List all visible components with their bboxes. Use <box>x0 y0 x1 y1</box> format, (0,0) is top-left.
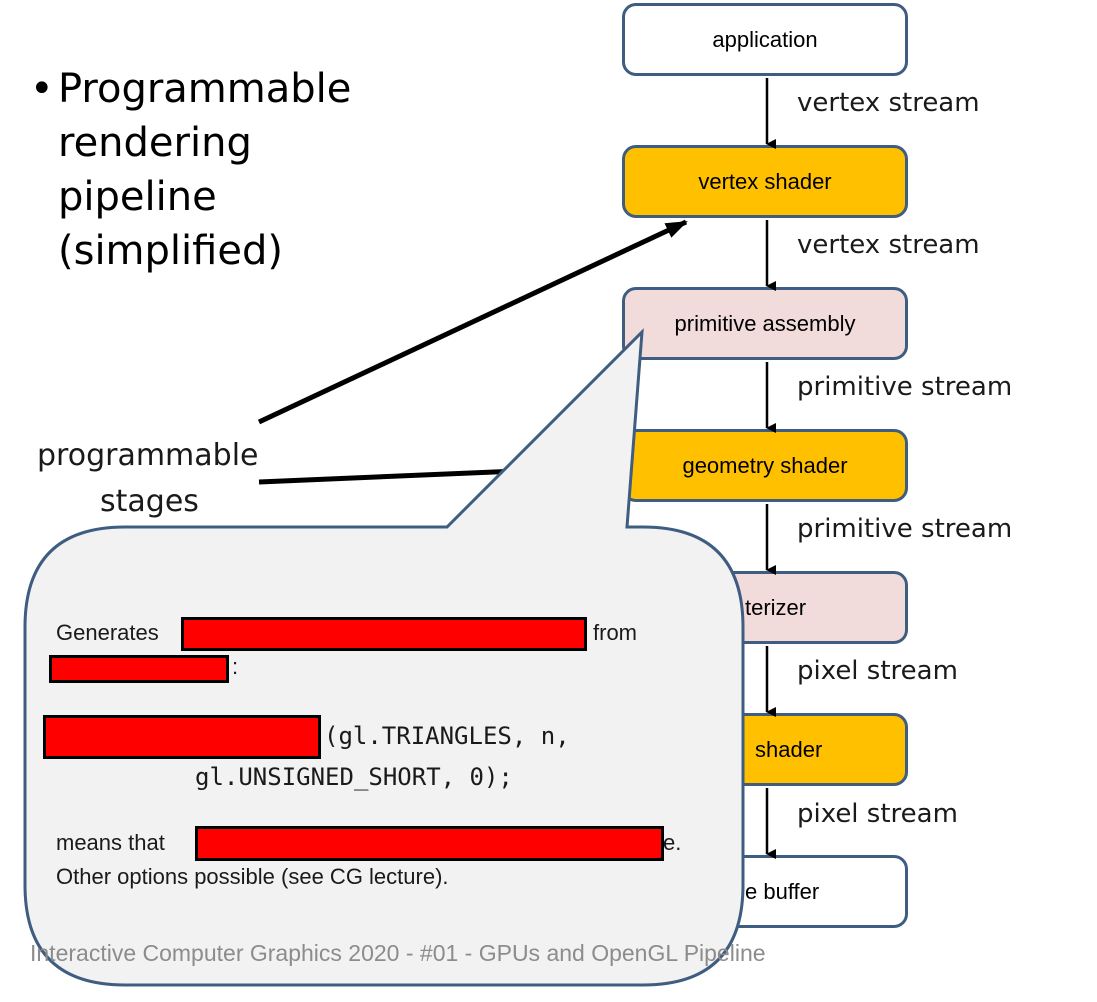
stage-label: e buffer <box>745 878 820 904</box>
stream-label: pixel stream <box>797 656 958 686</box>
means-that-text: means that <box>56 830 165 855</box>
redaction-bar <box>43 715 321 759</box>
bullet-line: (simplified) <box>58 228 283 274</box>
redaction-bar <box>195 826 664 861</box>
other-options-text: Other options possible (see CG lecture). <box>56 864 449 889</box>
stage-primitive-assembly: primitive assembly <box>622 287 908 360</box>
stages-label: stages <box>100 484 199 519</box>
pointer-line-geometry-shader <box>258 467 541 485</box>
bullet-line: rendering <box>58 120 252 166</box>
period-tail-text: e. <box>663 830 682 855</box>
programmable-label: programmable <box>37 438 259 473</box>
bullet-marker: • <box>30 66 54 112</box>
stage-label: shader <box>755 736 823 762</box>
code-line-1: (gl.TRIANGLES, n, <box>324 722 570 750</box>
stream-label: vertex stream <box>797 230 980 260</box>
stage-label: terizer <box>745 594 807 620</box>
stage-label: primitive assembly <box>674 310 856 336</box>
redaction-bar <box>181 617 587 651</box>
stream-label: pixel stream <box>797 799 958 829</box>
code-line-2: gl.UNSIGNED_SHORT, 0); <box>195 763 513 791</box>
stream-label: primitive stream <box>797 514 1013 544</box>
generates-text: Generates <box>56 620 159 645</box>
stage-label: application <box>712 26 818 52</box>
bullet-text: Programmable rendering pipeline (simplif… <box>58 62 388 278</box>
bullet-line: pipeline <box>58 174 217 220</box>
footer-text: Interactive Computer Graphics 2020 - #01… <box>30 940 766 966</box>
stage-label: geometry shader <box>682 452 848 478</box>
redaction-bar <box>49 655 229 683</box>
from-text: from <box>593 620 637 645</box>
stage-label: vertex shader <box>698 168 832 194</box>
stage-geometry-shader: geometry shader <box>622 429 908 502</box>
stream-label: primitive stream <box>797 372 1013 402</box>
bullet-line: Programmable <box>58 66 352 112</box>
stage-application: application <box>622 3 908 76</box>
stage-vertex-shader: vertex shader <box>622 145 908 218</box>
colon-text: : <box>232 654 239 679</box>
callout-bubble <box>23 328 745 987</box>
pointer-arrow-vertex-shader <box>257 219 688 425</box>
stream-label: vertex stream <box>797 88 980 118</box>
